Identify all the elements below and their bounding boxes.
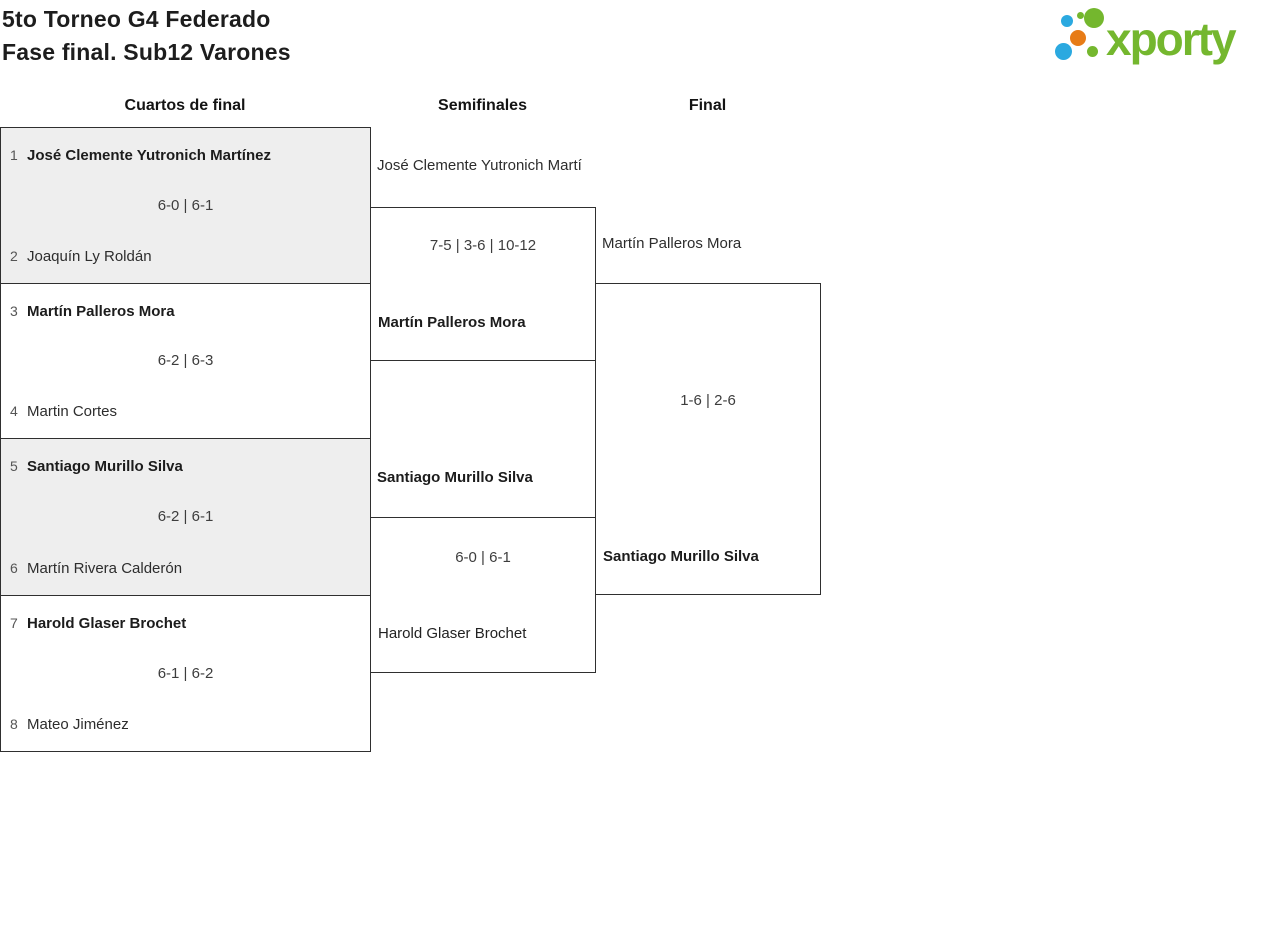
seed-number: 6 [10,560,18,576]
logo-dot-blue-small-icon [1061,15,1073,27]
match-score: 6-0 | 6-1 [455,549,511,566]
quarterfinals-column: 1 José Clemente Yutronich Martínez 6-0 | … [0,127,371,752]
title-line-1: 5to Torneo G4 Federado [2,6,271,32]
xporty-logo[interactable]: xporty [1050,4,1274,70]
match-quarterfinal-2: 3 Martín Palleros Mora 6-2 | 6-3 4 Martin … [0,283,371,439]
match-score: 1-6 | 2-6 [680,392,736,409]
player-name: Martín Palleros Mora [27,303,175,320]
round-header-final: Final [688,97,727,114]
match-quarterfinal-1: 1 José Clemente Yutronich Martínez 6-0 | … [0,127,371,284]
round-header-semifinals: Semifinales [438,97,527,114]
seed-number: 4 [10,403,18,419]
match-score: 6-1 | 6-2 [157,664,214,682]
match-final: 1-6 | 2-6 Santiago Murillo Silva [595,283,821,595]
player-row: 1 José Clemente Yutronich Martínez [10,146,364,165]
seed-number: 3 [10,303,18,319]
player-name: Santiago Murillo Silva [603,548,759,565]
player-row: 3 Martín Palleros Mora [10,302,364,321]
match-score: 6-0 | 6-1 [157,196,214,214]
match-semifinal-2: 6-0 | 6-1 Harold Glaser Brochet [370,517,596,673]
player-name: Martin Cortes [27,403,118,420]
logo-wordmark: xporty [1106,13,1237,65]
player-name: Santiago Murillo Silva [27,458,183,475]
match-quarterfinal-4: 7 Harold Glaser Brochet 6-1 | 6-2 8 Mateo … [0,595,371,752]
player-row: 7 Harold Glaser Brochet [10,614,364,633]
player-name: Martín Palleros Mora [602,235,742,252]
logo-dot-green-small-icon [1087,46,1098,57]
seed-number: 5 [10,458,18,474]
seed-number: 7 [10,615,18,631]
player-name: Santiago Murillo Silva [377,469,533,486]
match-score: 7-5 | 3-6 | 10-12 [429,237,537,254]
player-row: 6 Martín Rivera Calderón [10,559,364,578]
player-name: Harold Glaser Brochet [27,615,187,632]
player-row: 4 Martin Cortes [10,402,364,421]
match-quarterfinal-3: 5 Santiago Murillo Silva 6-2 | 6-1 6 Martí… [0,438,371,596]
page-title: 5to Torneo G4 Federado Fase final. Sub12… [2,3,291,69]
match-score: 6-2 | 6-1 [157,508,214,525]
match-semifinal-1: 7-5 | 3-6 | 10-12 Martín Palleros Mora [370,207,596,361]
logo-dot-orange-icon [1070,30,1086,46]
player-name: Harold Glaser Brochet [378,625,527,642]
player-row: 5 Santiago Murillo Silva [10,457,364,476]
player-name: Mateo Jiménez [27,716,129,733]
seed-number: 1 [10,147,18,163]
player-name: José Clemente Yutronich Martínez [27,147,271,164]
title-line-2: Fase final. Sub12 Varones [2,39,291,65]
seed-number: 8 [10,716,18,732]
match-score: 6-2 | 6-3 [157,352,214,369]
player-row: 8 Mateo Jiménez [10,715,364,734]
player-name: Joaquín Ly Roldán [27,248,152,265]
logo-dot-blue-medium-icon [1055,43,1072,60]
player-row: 2 Joaquín Ly Roldán [10,247,364,266]
player-name: Martín Palleros Mora [378,314,526,331]
round-header-quarterfinals: Cuartos de final [124,97,246,114]
logo-dot-green-tiny-icon [1077,12,1084,19]
player-name: José Clemente Yutronich Martí [377,157,582,174]
logo-dot-green-large-icon [1084,8,1104,28]
seed-number: 2 [10,248,18,264]
player-name: Martín Rivera Calderón [27,560,183,577]
